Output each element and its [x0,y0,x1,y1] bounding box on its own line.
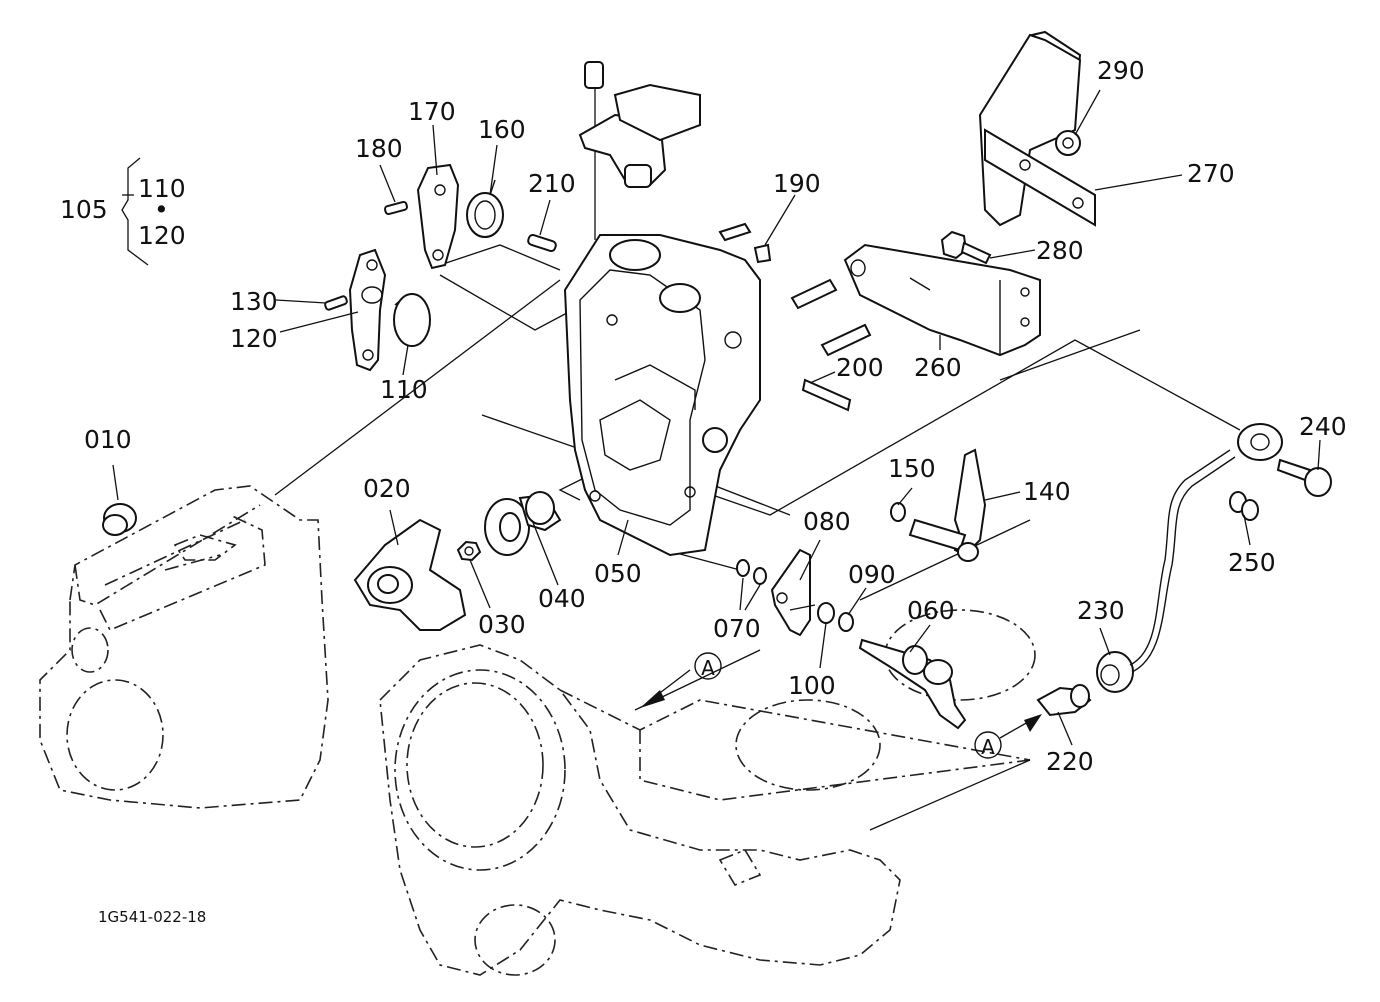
callout-020: 020 [363,474,411,503]
group-label-105: 105 [60,195,108,224]
callout-070: 070 [713,614,761,643]
callout-170: 170 [408,97,456,126]
part-bracket-springs [790,278,872,357]
part-160-spring [466,179,504,238]
part-140-lever [908,448,987,562]
part-270-bracket [978,30,1096,227]
group-child-dot: • [154,195,169,224]
reference-arrows [640,669,1042,739]
part-210-pin [527,233,557,253]
ref-mark-a-right: A [981,735,995,759]
group-child-110: 110 [138,174,186,203]
part-130-pin [324,295,348,311]
callout-220: 220 [1046,747,1094,776]
part-stop-solenoid [578,61,701,188]
callout-200: 200 [836,353,884,382]
part-090-100-washers [817,602,854,632]
callout-270: 270 [1187,159,1235,188]
part-240-banjo-bolt [1276,458,1332,497]
part-200-pin [801,378,852,412]
callout-190: 190 [773,169,821,198]
callout-060: 060 [907,596,955,625]
part-040-bushing [484,491,562,556]
callout-150: 150 [888,454,936,483]
part-070-o-rings [736,559,767,585]
engine-block-outline [39,485,1036,976]
callout-050: 050 [594,559,642,588]
part-030-nut [456,540,482,562]
leader-lines [112,89,1321,746]
ref-mark-circles [694,652,1002,759]
ref-mark-a-left: A [701,656,715,680]
part-120-plate [348,248,387,372]
callout-040: 040 [538,584,586,613]
callout-280: 280 [1036,236,1084,265]
callout-160: 160 [478,115,526,144]
part-080-plate [770,548,816,637]
part-150-o-ring [890,502,906,522]
part-290-nut [1055,130,1081,156]
part-170-plate [416,163,460,270]
callout-110: 110 [380,375,428,404]
callout-250: 250 [1228,548,1276,577]
callout-010: 010 [84,425,132,454]
part-190-bolts [718,222,772,264]
part-180-pin [384,200,408,216]
callout-230: 230 [1077,596,1125,625]
drawing-number: 1G541-022-18 [98,908,206,926]
part-110-spring [393,293,431,347]
callout-120: 120 [230,324,278,353]
text-labels: 010 020 030 040 050 060 070 080 090 100 … [60,56,1347,926]
part-oil-pipe [1129,423,1283,673]
callout-180: 180 [355,134,403,163]
part-250-washers [1229,491,1259,521]
group-child-120: 120 [138,221,186,250]
callout-130: 130 [230,287,278,316]
callout-210: 210 [528,169,576,198]
part-230-nut [1096,651,1134,693]
callout-100: 100 [788,671,836,700]
part-010-plug [102,503,137,536]
part-280-bolt [940,230,992,265]
part-050-governor-housing [563,234,761,557]
callout-240: 240 [1299,412,1347,441]
part-260-bracket [843,243,1041,357]
callout-290: 290 [1097,56,1145,85]
part-220-connector [1036,684,1092,717]
part-020-fork-lever [353,518,467,631]
callout-260: 260 [914,353,962,382]
callout-090: 090 [848,560,896,589]
part-060-lever-shaft [858,638,967,730]
callout-140: 140 [1023,477,1071,506]
callout-080: 080 [803,507,851,536]
parts [102,30,1332,730]
callout-030: 030 [478,610,526,639]
